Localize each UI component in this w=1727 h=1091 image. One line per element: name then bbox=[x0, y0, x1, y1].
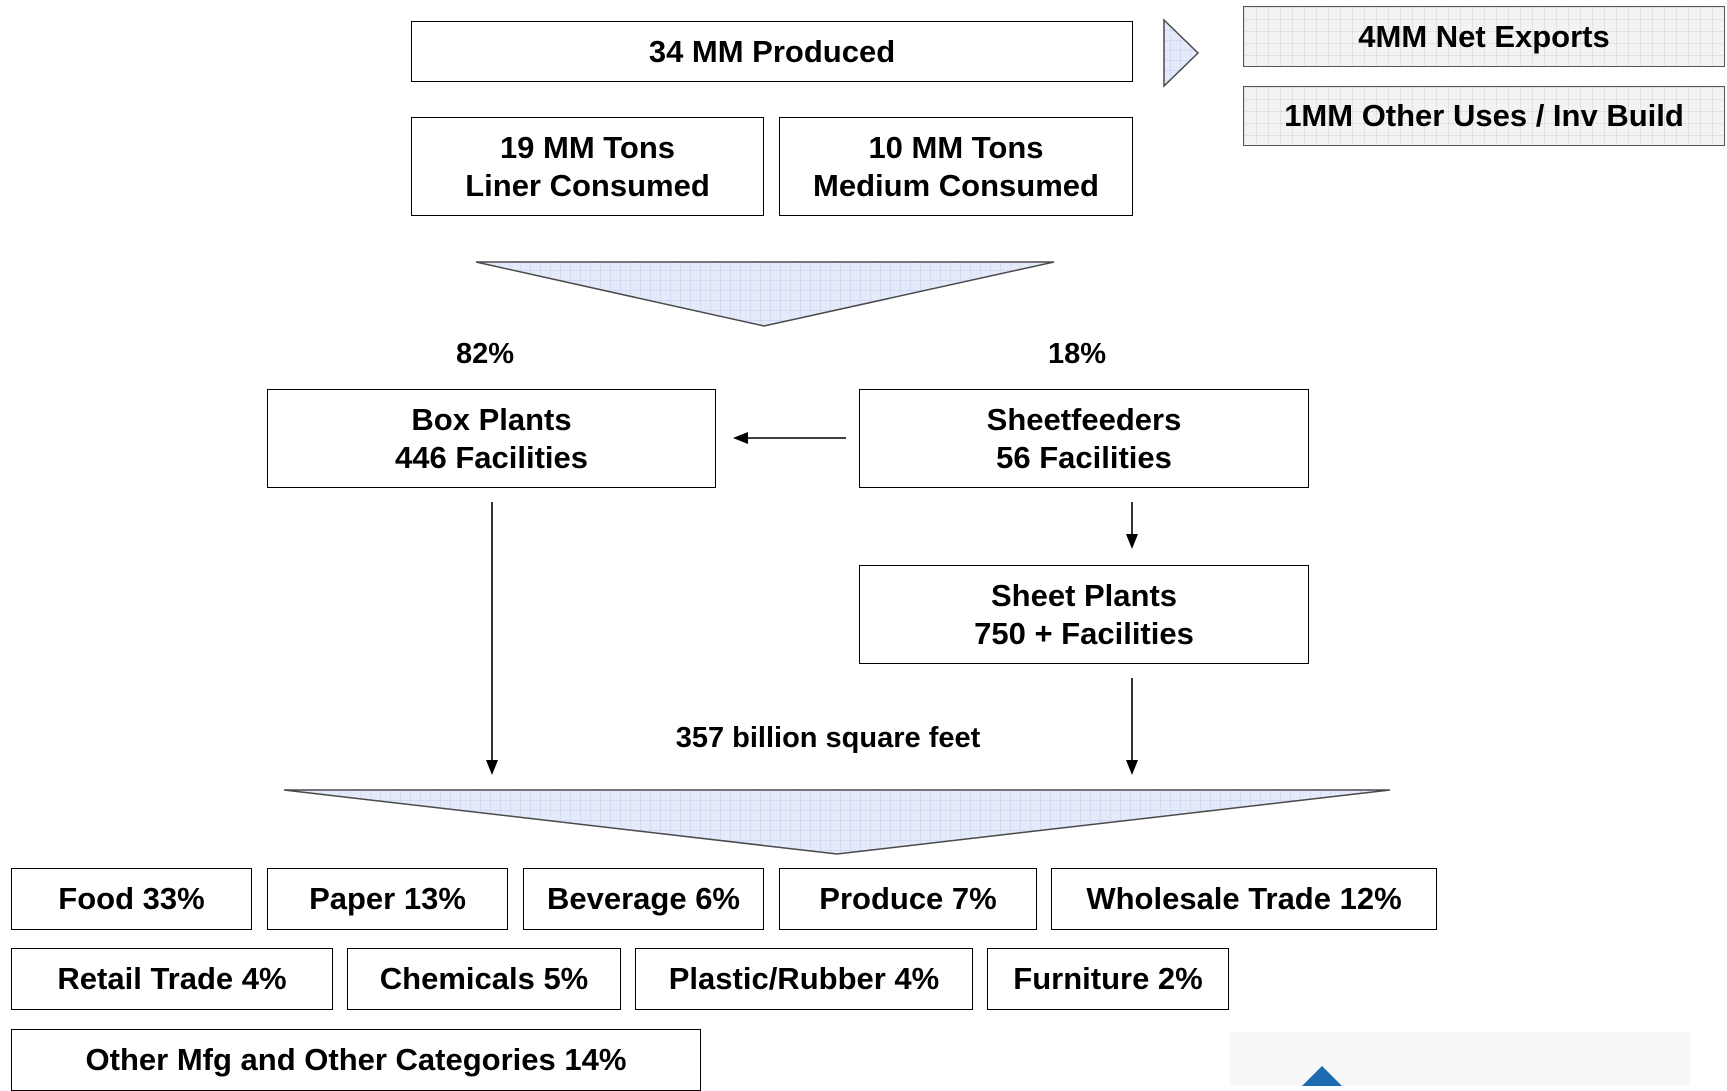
medium-consumed-box: 10 MM Tons Medium Consumed bbox=[779, 117, 1133, 216]
category-box: Retail Trade 4% bbox=[11, 948, 333, 1010]
other-uses-label: 1MM Other Uses / Inv Build bbox=[1284, 98, 1684, 133]
net-exports-box: 4MM Net Exports bbox=[1243, 6, 1725, 67]
sheetfeeders-title: Sheetfeeders bbox=[986, 401, 1182, 437]
net-exports-label: 4MM Net Exports bbox=[1358, 18, 1610, 54]
arrow-sheetfeeders-to-boxplants bbox=[733, 432, 846, 444]
lower-funnel-shape bbox=[283, 789, 1391, 855]
box-plants-box: Box Plants 446 Facilities bbox=[267, 389, 716, 488]
category-label: Wholesale Trade 12% bbox=[1086, 881, 1402, 916]
other-uses-box: 1MM Other Uses / Inv Build bbox=[1243, 86, 1725, 146]
logo-fragment bbox=[1230, 1032, 1690, 1086]
category-label: Furniture 2% bbox=[1013, 961, 1203, 996]
box-plants-title: Box Plants bbox=[411, 401, 572, 437]
arrow-boxplants-down bbox=[486, 502, 498, 775]
medium-label: Medium Consumed bbox=[813, 167, 1099, 203]
category-label: Chemicals 5% bbox=[379, 961, 589, 996]
category-label: Plastic/Rubber 4% bbox=[668, 961, 940, 996]
sheetfeeders-facilities: 56 Facilities bbox=[996, 439, 1172, 475]
sheetfeeders-share: 18% bbox=[1047, 338, 1107, 370]
total-square-feet-label: 357 billion square feet bbox=[675, 722, 981, 754]
produced-box: 34 MM Produced bbox=[411, 21, 1133, 82]
medium-amount: 10 MM Tons bbox=[868, 129, 1044, 165]
box-plants-share: 82% bbox=[455, 338, 515, 370]
produced-label: 34 MM Produced bbox=[648, 33, 896, 69]
arrow-sheetplants-down bbox=[1126, 678, 1138, 775]
upper-funnel-shape bbox=[475, 261, 1055, 327]
sheet-plants-title: Sheet Plants bbox=[990, 577, 1178, 613]
category-box: Other Mfg and Other Categories 14% bbox=[11, 1029, 701, 1091]
category-box: Wholesale Trade 12% bbox=[1051, 868, 1437, 930]
category-label: Paper 13% bbox=[309, 881, 466, 916]
box-plants-facilities: 446 Facilities bbox=[394, 439, 588, 475]
category-box: Furniture 2% bbox=[987, 948, 1229, 1010]
category-label: Produce 7% bbox=[819, 881, 997, 916]
liner-label: Liner Consumed bbox=[465, 167, 710, 203]
category-label: Food 33% bbox=[58, 881, 205, 916]
category-box: Plastic/Rubber 4% bbox=[635, 948, 973, 1010]
export-chevron-shape bbox=[1163, 18, 1200, 88]
liner-consumed-box: 19 MM Tons Liner Consumed bbox=[411, 117, 764, 216]
sheet-plants-facilities: 750 + Facilities bbox=[974, 615, 1194, 651]
category-box: Beverage 6% bbox=[523, 868, 764, 930]
category-box: Food 33% bbox=[11, 868, 252, 930]
category-box: Chemicals 5% bbox=[347, 948, 621, 1010]
category-box: Paper 13% bbox=[267, 868, 508, 930]
sheetfeeders-box: Sheetfeeders 56 Facilities bbox=[859, 389, 1309, 488]
category-label: Retail Trade 4% bbox=[57, 961, 287, 996]
liner-amount: 19 MM Tons bbox=[499, 129, 676, 165]
arrow-sheetfeeders-to-sheetplants bbox=[1126, 502, 1138, 549]
sheet-plants-box: Sheet Plants 750 + Facilities bbox=[859, 565, 1309, 664]
category-label: Other Mfg and Other Categories 14% bbox=[85, 1042, 627, 1077]
category-box: Produce 7% bbox=[779, 868, 1037, 930]
category-label: Beverage 6% bbox=[546, 881, 740, 916]
